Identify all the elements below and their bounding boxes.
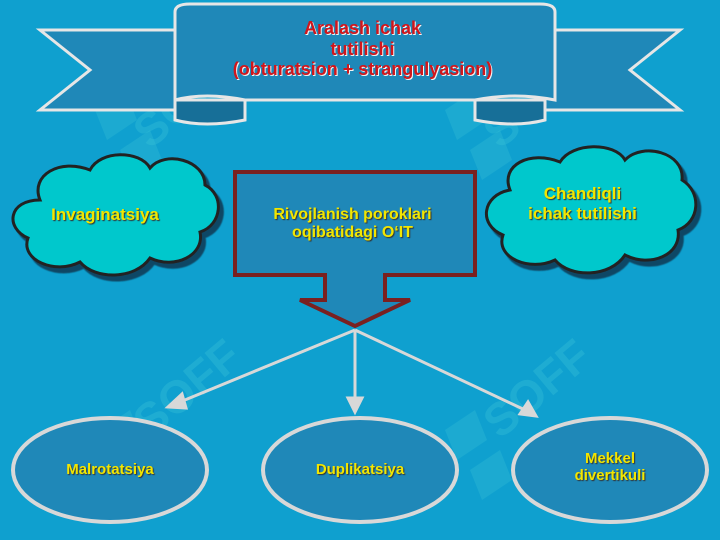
center-box-label-line2: oqibatidagi O‘IT [292,224,413,242]
oval-right-label: Mekkel divertikuli [530,450,690,485]
arrowhead-middle-icon [345,396,365,416]
banner-title-line3: (obturatsion + strangulyasion) [232,59,493,80]
title-banner [35,2,685,126]
oval-middle-label: Duplikatsiya [315,461,405,478]
center-arrow-box [233,170,477,329]
oval-right-label-line1: Mekkel [584,450,636,467]
oval-left-label: Malrotatsiya [66,461,154,478]
cloud-right-label-line1: Chandiqli [543,184,622,203]
cloud-left-shape [11,153,220,277]
watermark-logo-icon [95,90,162,180]
banner-fold-left [173,98,247,126]
cloud-left-label: Invaginatsiya [51,205,159,224]
center-box-label-line1: Rivojlanish poroklari [273,206,432,223]
arrow-to-right [354,328,526,412]
connector-arrows [164,328,539,418]
arrow-to-left [179,328,356,404]
arrowhead-left-icon [164,391,189,410]
cloud-right-label-line2: ichak tutilishi [528,203,637,223]
center-box-label: Rivojlanish poroklari oqibatidagi O‘IT [245,206,460,243]
banner-title-line1: Aralash ichak [303,18,422,38]
arrowhead-right-icon [517,399,539,418]
watermark-logo-icon [445,410,512,500]
banner-tail-left [35,28,177,112]
watermark-logo-icon [445,90,512,180]
oval-left-shape [11,416,209,524]
cloud-right-shape [485,145,698,275]
banner-title: Aralash ichak tutilishi (obturatsion + s… [190,18,535,80]
oval-right-label-line2: divertikuli [574,467,646,485]
banner-center [173,2,557,102]
cloud-right-label: Chandiqli ichak tutilishi [505,184,660,223]
banner-tail-right [543,28,685,112]
banner-fold-right [473,98,547,126]
banner-title-line2: tutilishi [330,38,395,59]
oval-right-shape [511,416,709,524]
oval-middle-shape [261,416,459,524]
